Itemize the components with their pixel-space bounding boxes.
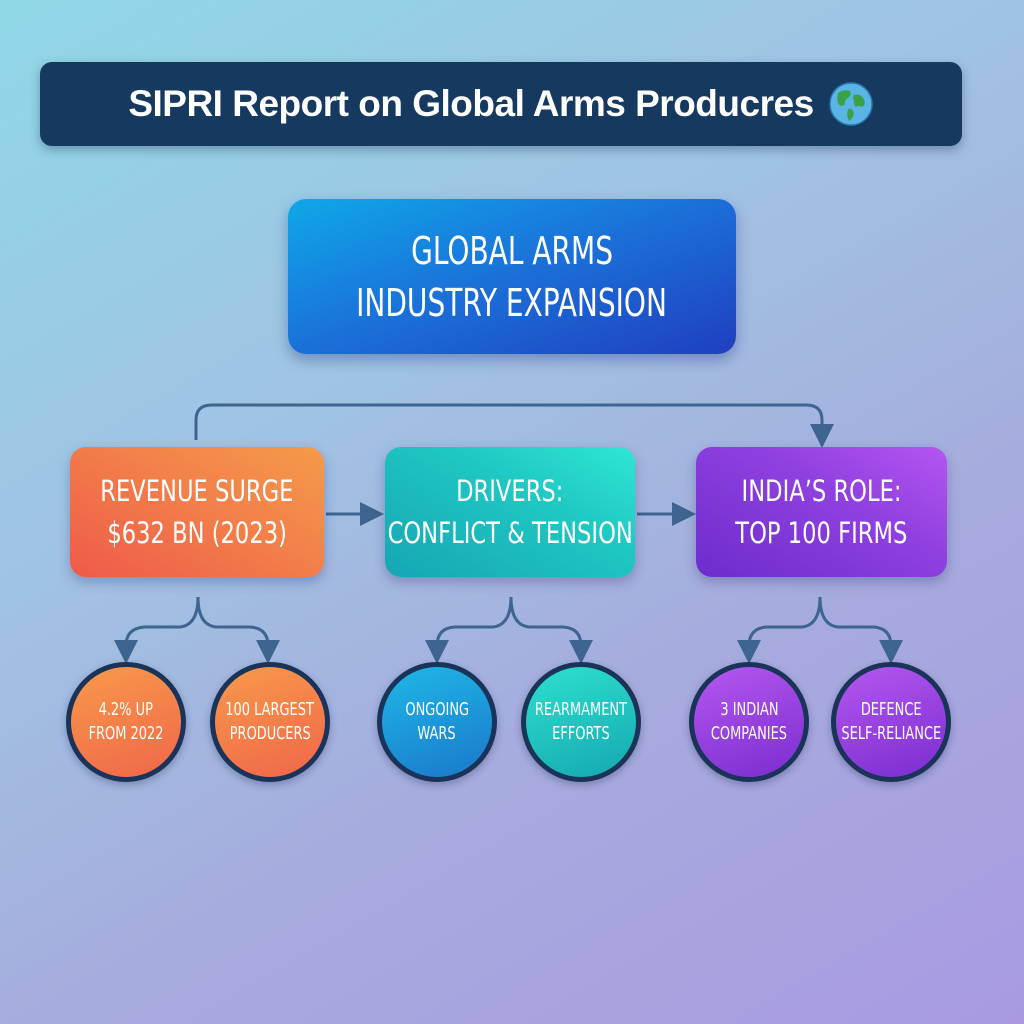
leaf-largest-producers: 100 LARGEST PRODUCERS [210,662,330,782]
branch-revenue-surge: REVENUE SURGE $632 BN (2023) [70,447,324,577]
branch-line1: DRIVERS: [456,474,564,508]
leaf-line2: EFFORTS [552,723,610,744]
leaf-growth: 4.2% UP FROM 2022 [66,662,186,782]
leaf-self-reliance: DEFENCE SELF-RELIANCE [831,662,951,782]
leaf-line1: DEFENCE [860,699,922,720]
branch-drivers: DRIVERS: CONFLICT & TENSION [385,447,635,577]
leaf-line1: 100 LARGEST [225,699,315,720]
leaf-rearmament: REARMAMENT EFFORTS [521,662,641,782]
central-node-line2: INDUSTRY EXPANSION [356,280,668,325]
leaf-line1: 4.2% UP [98,699,154,720]
central-node-global-arms: GLOBAL ARMS INDUSTRY EXPANSION [288,199,736,354]
leaf-line1: ONGOING [405,699,469,720]
leaf-line2: WARS [417,723,457,744]
branch-line2: TOP 100 FIRMS [735,516,908,550]
leaf-line2: SELF-RELIANCE [841,723,941,744]
leaf-line2: PRODUCERS [229,723,311,744]
leaf-line1: 3 INDIAN [719,699,779,720]
central-node-line1: GLOBAL ARMS [411,228,613,273]
globe-icon [828,82,873,126]
branch-india-role: INDIA’S ROLE: TOP 100 FIRMS [696,447,947,577]
branch-line1: REVENUE SURGE [100,474,294,508]
leaf-line2: COMPANIES [710,723,788,744]
leaf-line2: FROM 2022 [88,723,164,744]
page-title: SIPRI Report on Global Arms Producres [128,83,814,124]
leaf-indian-companies: 3 INDIAN COMPANIES [689,662,809,782]
leaf-line1: REARMAMENT [534,699,628,720]
branch-line1: INDIA’S ROLE: [741,474,902,508]
leaf-ongoing-wars: ONGOING WARS [377,662,497,782]
branch-line2: $632 BN (2023) [107,516,287,550]
branch-line2: CONFLICT & TENSION [387,516,633,550]
title-banner: SIPRI Report on Global Arms Producres [40,62,962,146]
